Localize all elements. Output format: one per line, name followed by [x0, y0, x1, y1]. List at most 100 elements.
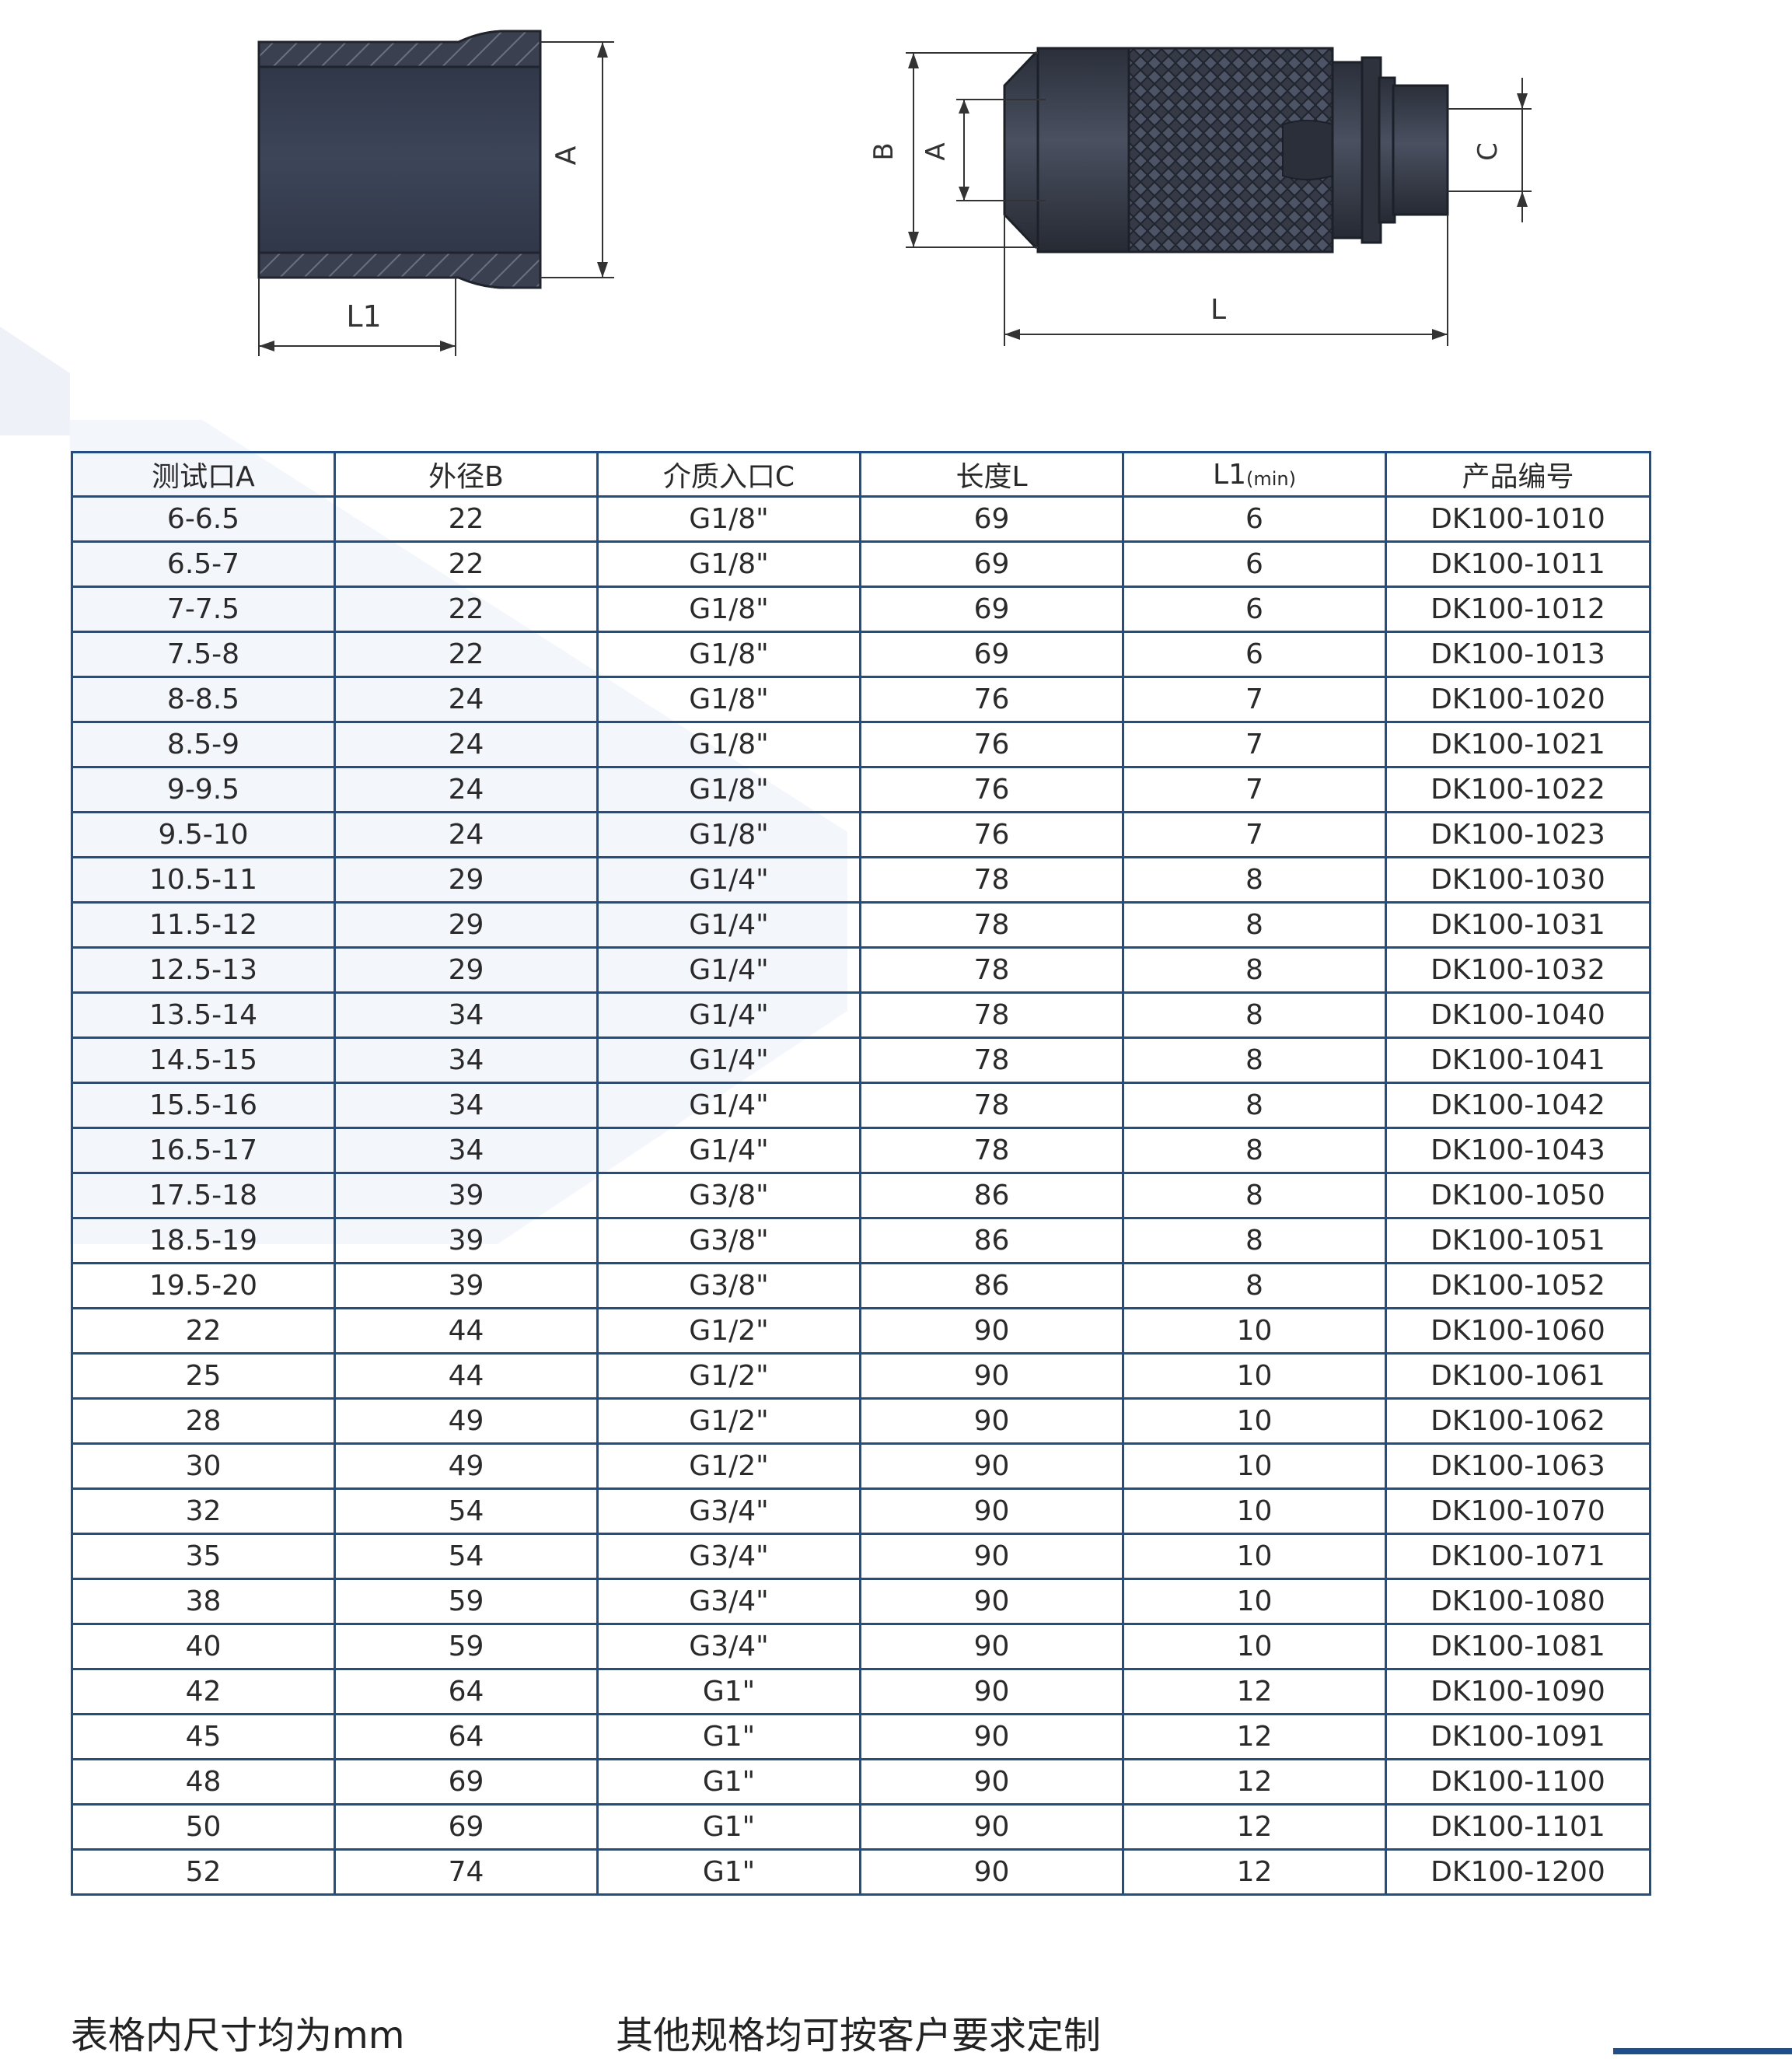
- cell-product-code: DK100-1011: [1385, 540, 1651, 588]
- cell-medium-inlet: G1/8": [596, 721, 861, 768]
- cell-test-port: 16.5-17: [71, 1127, 336, 1174]
- cell-l1: 7: [1122, 766, 1387, 813]
- cell-outer-diameter: 24: [334, 721, 599, 768]
- cell-test-port: 7.5-8: [71, 631, 336, 678]
- cell-medium-inlet: G1/4": [596, 901, 861, 949]
- cell-product-code: DK100-1070: [1385, 1487, 1651, 1535]
- cell-length: 90: [859, 1758, 1124, 1806]
- cell-medium-inlet: G1": [596, 1758, 861, 1806]
- dim-label-a: A: [550, 145, 582, 165]
- cell-outer-diameter: 39: [334, 1172, 599, 1219]
- header-l1-sub: (min): [1245, 467, 1296, 490]
- cell-l1: 10: [1122, 1533, 1387, 1580]
- corner-accent-bar: [1613, 2048, 1792, 2054]
- cell-outer-diameter: 22: [334, 540, 599, 588]
- cell-outer-diameter: 34: [334, 1036, 599, 1084]
- cell-medium-inlet: G3/4": [596, 1487, 861, 1535]
- technical-drawings: A L1 B A: [257, 30, 1532, 356]
- cell-length: 78: [859, 856, 1124, 904]
- cell-l1: 10: [1122, 1578, 1387, 1625]
- cell-length: 90: [859, 1442, 1124, 1490]
- cell-medium-inlet: G1/8": [596, 811, 861, 858]
- cell-outer-diameter: 39: [334, 1262, 599, 1309]
- cell-test-port: 11.5-12: [71, 901, 336, 949]
- cell-outer-diameter: 22: [334, 495, 599, 543]
- cell-medium-inlet: G1/8": [596, 766, 861, 813]
- cell-length: 76: [859, 811, 1124, 858]
- cell-length: 69: [859, 586, 1124, 633]
- cell-medium-inlet: G1/2": [596, 1352, 861, 1400]
- cell-length: 90: [859, 1623, 1124, 1670]
- connector-drawing: B A C L: [868, 47, 1532, 346]
- cell-product-code: DK100-1010: [1385, 495, 1651, 543]
- cell-l1: 12: [1122, 1848, 1387, 1896]
- cell-medium-inlet: G1/4": [596, 1127, 861, 1174]
- cell-length: 86: [859, 1172, 1124, 1219]
- cell-l1: 8: [1122, 1127, 1387, 1174]
- cell-test-port: 52: [71, 1848, 336, 1896]
- cell-length: 76: [859, 721, 1124, 768]
- header-medium-inlet: 介质入口C: [596, 451, 861, 498]
- cell-l1: 10: [1122, 1307, 1387, 1355]
- cell-l1: 8: [1122, 1082, 1387, 1129]
- cell-product-code: DK100-1063: [1385, 1442, 1651, 1490]
- cell-test-port: 10.5-11: [71, 856, 336, 904]
- cell-medium-inlet: G1/8": [596, 586, 861, 633]
- units-note: 表格内尺寸均为mm: [71, 2014, 405, 2057]
- cell-medium-inlet: G1/2": [596, 1442, 861, 1490]
- cell-product-code: DK100-1060: [1385, 1307, 1651, 1355]
- cell-length: 86: [859, 1217, 1124, 1264]
- cell-product-code: DK100-1043: [1385, 1127, 1651, 1174]
- cell-outer-diameter: 24: [334, 676, 599, 723]
- cell-outer-diameter: 34: [334, 1082, 599, 1129]
- cell-l1: 12: [1122, 1803, 1387, 1851]
- cell-l1: 8: [1122, 946, 1387, 994]
- cell-test-port: 38: [71, 1578, 336, 1625]
- cell-product-code: DK100-1090: [1385, 1668, 1651, 1715]
- cell-outer-diameter: 44: [334, 1307, 599, 1355]
- cell-test-port: 28: [71, 1397, 336, 1445]
- cell-outer-diameter: 34: [334, 1127, 599, 1174]
- cell-l1: 12: [1122, 1668, 1387, 1715]
- cell-length: 78: [859, 946, 1124, 994]
- cell-medium-inlet: G1/8": [596, 631, 861, 678]
- cell-outer-diameter: 54: [334, 1533, 599, 1580]
- cell-product-code: DK100-1021: [1385, 721, 1651, 768]
- cell-l1: 6: [1122, 631, 1387, 678]
- cell-product-code: DK100-1100: [1385, 1758, 1651, 1806]
- dim-label-l: L: [1210, 294, 1226, 326]
- cell-product-code: DK100-1200: [1385, 1848, 1651, 1896]
- cell-medium-inlet: G3/8": [596, 1217, 861, 1264]
- cell-l1: 7: [1122, 811, 1387, 858]
- sleeve-drawing: A L1: [257, 30, 614, 356]
- cell-medium-inlet: G1/8": [596, 540, 861, 588]
- cell-outer-diameter: 29: [334, 946, 599, 994]
- custom-note: 其他规格均可按客户要求定制: [616, 2014, 1102, 2057]
- cell-test-port: 42: [71, 1668, 336, 1715]
- cell-medium-inlet: G1": [596, 1668, 861, 1715]
- cell-test-port: 17.5-18: [71, 1172, 336, 1219]
- cell-length: 78: [859, 1127, 1124, 1174]
- cell-outer-diameter: 29: [334, 901, 599, 949]
- cell-outer-diameter: 59: [334, 1623, 599, 1670]
- cell-outer-diameter: 24: [334, 811, 599, 858]
- cell-l1: 8: [1122, 856, 1387, 904]
- dim-label-b: B: [868, 142, 899, 160]
- dim-label-c: C: [1472, 142, 1504, 161]
- cell-outer-diameter: 22: [334, 586, 599, 633]
- cell-l1: 10: [1122, 1623, 1387, 1670]
- cell-l1: 12: [1122, 1713, 1387, 1760]
- cell-test-port: 35: [71, 1533, 336, 1580]
